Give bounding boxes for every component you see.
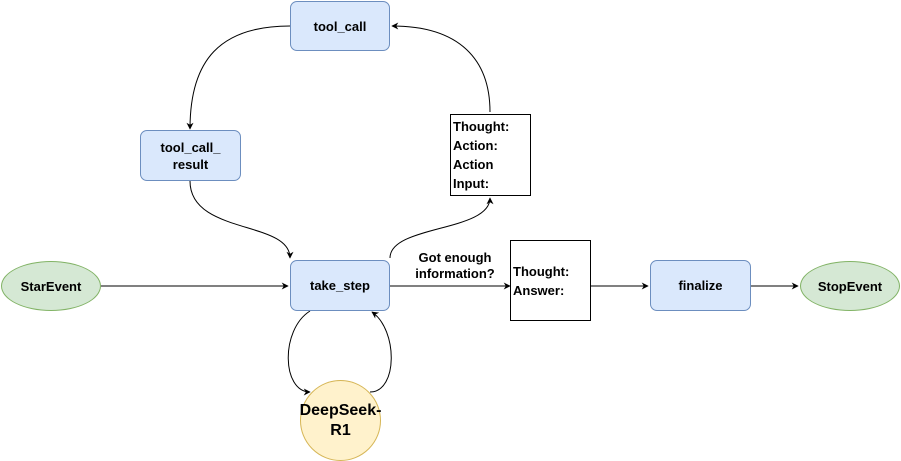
note-line-thought: Thought: bbox=[513, 263, 570, 279]
tool-call-node[interactable]: tool_call bbox=[290, 1, 390, 51]
got-enough-information-label: Got enough information? bbox=[415, 250, 495, 281]
tool-call-label: tool_call bbox=[313, 18, 367, 34]
thought-answer-note[interactable]: Thought: Answer: bbox=[510, 240, 591, 321]
note-line-action-input: Action Input: bbox=[453, 157, 494, 191]
take-step-node[interactable]: take_step bbox=[290, 260, 390, 311]
edge-take-step-to-action-note bbox=[389, 197, 494, 259]
edge-take-step-to-deepseek bbox=[287, 310, 311, 396]
note-line-thought: Thought: bbox=[453, 119, 510, 134]
note-line-answer: Answer: bbox=[513, 282, 565, 298]
edge-result-to-take-step bbox=[189, 180, 294, 259]
note-line-action: Action: bbox=[453, 138, 498, 153]
stop-event-label: StopEvent bbox=[817, 278, 883, 294]
take-step-label: take_step bbox=[310, 278, 370, 293]
star-event-node[interactable]: StarEvent bbox=[1, 261, 101, 311]
edge-deepseek-to-take-step bbox=[369, 311, 392, 393]
stop-event-node[interactable]: StopEvent bbox=[800, 261, 900, 311]
edge-tool-call-to-result bbox=[186, 25, 291, 130]
finalize-label: finalize bbox=[678, 278, 723, 293]
deepseek-r1-node[interactable]: DeepSeek- R1 bbox=[300, 380, 381, 461]
deepseek-r1-label: DeepSeek- R1 bbox=[299, 401, 382, 439]
edge-action-note-to-tool-call bbox=[391, 22, 491, 113]
tool-call-result-node[interactable]: tool_call_ result bbox=[140, 130, 241, 181]
finalize-node[interactable]: finalize bbox=[650, 260, 751, 311]
tool-call-result-label: tool_call_ result bbox=[160, 139, 221, 172]
thought-action-note[interactable]: Thought: Action: Action Input: bbox=[450, 114, 531, 196]
star-event-label: StarEvent bbox=[20, 278, 82, 294]
